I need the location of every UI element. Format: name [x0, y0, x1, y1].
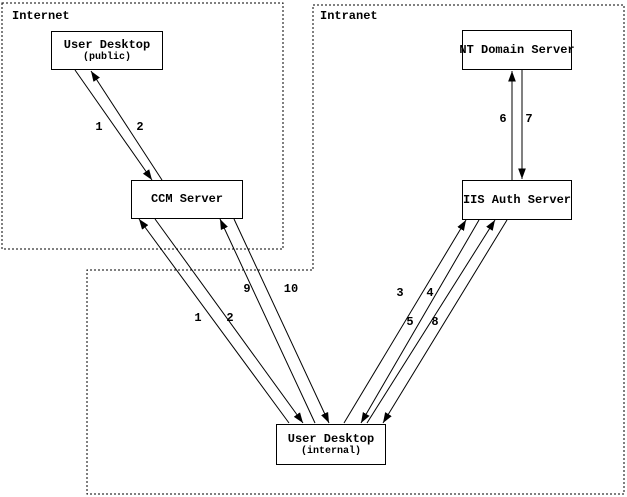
connector-step-3-user-desktop-internal-to-iis-auth-server: [343, 219, 467, 424]
connector-step-1-user-desktop-internal-to-ccm-server: [138, 218, 290, 424]
step-label-10: 10: [283, 282, 299, 296]
connector-step-10-ccm-server-to-user-desktop-internal: [233, 218, 330, 424]
connector-step-2-ccm-server-to-user-desktop-internal: [154, 218, 304, 424]
connector-step-8-iis-auth-server-to-user-desktop-internal: [382, 219, 508, 424]
node-user-desktop-public: User Desktop(public): [51, 31, 163, 70]
step-label-4: 4: [426, 286, 434, 300]
node-title-iis-auth-server: IIS Auth Server: [462, 192, 572, 207]
region-label-intranet: Intranet: [320, 9, 378, 23]
step-label-5: 5: [406, 315, 414, 329]
connector-step-4-iis-auth-server-to-user-desktop-internal: [360, 219, 480, 424]
connector-step-9-user-desktop-internal-to-ccm-server: [219, 218, 316, 424]
region-outline-internet: [1, 2, 284, 250]
node-iis-auth-server: IIS Auth Server: [462, 180, 572, 220]
node-title-user-desktop-public: User Desktop: [63, 37, 151, 52]
node-nt-domain-server: NT Domain Server: [459, 30, 575, 70]
node-title-ccm-server: CCM Server: [150, 192, 223, 206]
step-label-2: 2: [226, 311, 234, 325]
step-label-7: 7: [525, 112, 533, 126]
region-label-internet: Internet: [12, 9, 70, 23]
step-label-9: 9: [243, 282, 251, 296]
step-label-1: 1: [194, 311, 202, 325]
node-user-desktop-internal: User Desktop(internal): [276, 424, 386, 465]
region-outline-intranet: [86, 4, 625, 495]
step-label-6: 6: [499, 112, 507, 126]
node-title-user-desktop-internal: User Desktop: [287, 431, 375, 446]
step-label-2: 2: [136, 120, 144, 134]
connector-step-5-user-desktop-internal-to-iis-auth-server: [366, 219, 496, 424]
node-title-nt-domain-server: NT Domain Server: [459, 42, 575, 57]
step-label-1: 1: [95, 120, 103, 134]
node-ccm-server: CCM Server: [131, 180, 243, 219]
step-label-3: 3: [396, 286, 404, 300]
node-subtitle-user-desktop-internal: (internal): [300, 445, 361, 457]
node-subtitle-user-desktop-public: (public): [82, 51, 131, 63]
connector-step-1-user-desktop-public-to-ccm-server: [74, 69, 153, 181]
connector-step-2-ccm-server-to-user-desktop-public: [90, 70, 163, 181]
step-label-8: 8: [431, 315, 439, 329]
